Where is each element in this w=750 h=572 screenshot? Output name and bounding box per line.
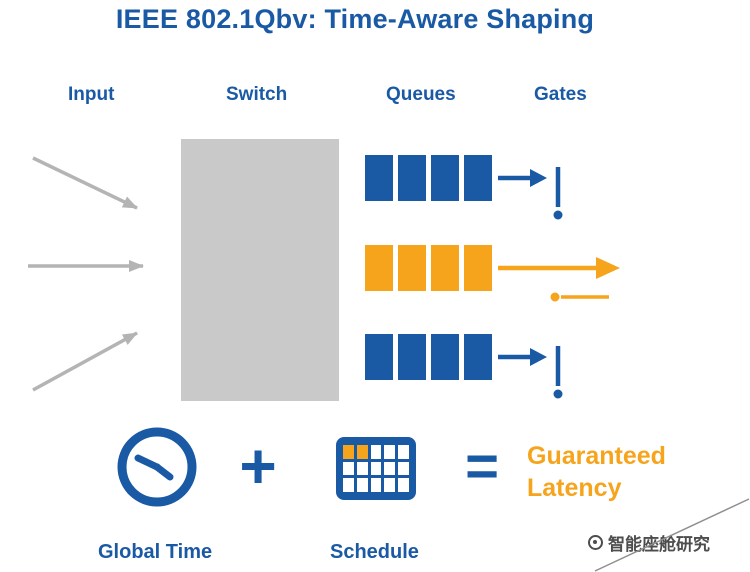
label-schedule: Schedule: [330, 541, 419, 563]
gate-closed-icon: [553, 346, 563, 399]
schedule-cell: [370, 478, 382, 492]
schedule-cell: [343, 445, 354, 459]
flow-arrow-open: [498, 257, 620, 279]
queue-row-1: [365, 155, 630, 220]
gate-closed-icon: [553, 167, 563, 220]
queue-cell-blue: [398, 155, 426, 201]
input-arrows: [28, 156, 144, 392]
label-global-time: Global Time: [98, 541, 213, 563]
result-line-2: Latency: [527, 474, 622, 502]
queue-cell-orange: [464, 245, 492, 291]
queue-cell-blue: [464, 155, 492, 201]
label-queues: Queues: [386, 84, 456, 105]
queue-cell-orange: [398, 245, 426, 291]
queue-row-2: [365, 245, 630, 302]
equals-operator: =: [465, 434, 499, 499]
label-input: Input: [68, 84, 115, 105]
queue-cell-blue: [365, 334, 393, 380]
queue-cell-blue: [431, 155, 459, 201]
crease-line: [594, 498, 750, 572]
flow-arrow: [498, 348, 547, 366]
schedule-cell: [370, 461, 382, 476]
label-switch: Switch: [226, 84, 288, 105]
schedule-grid: [343, 445, 409, 492]
queue-cell-orange: [365, 245, 393, 291]
queue-cells: [365, 245, 492, 291]
input-arrow-bottom: [32, 331, 138, 392]
schedule-cell: [384, 478, 396, 492]
plus-operator: +: [239, 430, 277, 502]
queue-cell-blue: [365, 155, 393, 201]
schedule-cell: [356, 445, 368, 459]
switch-block: [181, 139, 339, 401]
schedule-cell: [398, 445, 409, 459]
schedule-cell: [398, 478, 409, 492]
watermark-logo-icon: [588, 535, 603, 550]
page-title: IEEE 802.1Qbv: Time-Aware Shaping: [115, 4, 595, 34]
queue-row-3: [365, 334, 630, 399]
queue-cells: [365, 334, 492, 380]
schedule-cell: [384, 461, 396, 476]
watermark-text: 智能座舱研究: [608, 535, 710, 554]
queue-cell-blue: [431, 334, 459, 380]
result-line-1: Guaranteed: [527, 442, 666, 470]
schedule-cell: [343, 461, 354, 476]
gate-open-icon: [550, 292, 609, 302]
queue-cell-orange: [431, 245, 459, 291]
label-gates: Gates: [534, 84, 587, 105]
clock-icon: [117, 427, 197, 507]
schedule-cell: [370, 445, 382, 459]
queue-cell-blue: [398, 334, 426, 380]
schedule-cell: [356, 461, 368, 476]
schedule-cell: [384, 445, 396, 459]
queue-cell-blue: [464, 334, 492, 380]
input-arrow-top: [32, 156, 138, 210]
queue-cells: [365, 155, 492, 201]
schedule-icon: [336, 437, 416, 500]
result-text: Guaranteed Latency: [527, 440, 666, 504]
watermark: 智能座舱研究: [588, 530, 710, 555]
schedule-cell: [356, 478, 368, 492]
schedule-cell: [398, 461, 409, 476]
flow-arrow: [498, 169, 547, 187]
schedule-cell: [343, 478, 354, 492]
